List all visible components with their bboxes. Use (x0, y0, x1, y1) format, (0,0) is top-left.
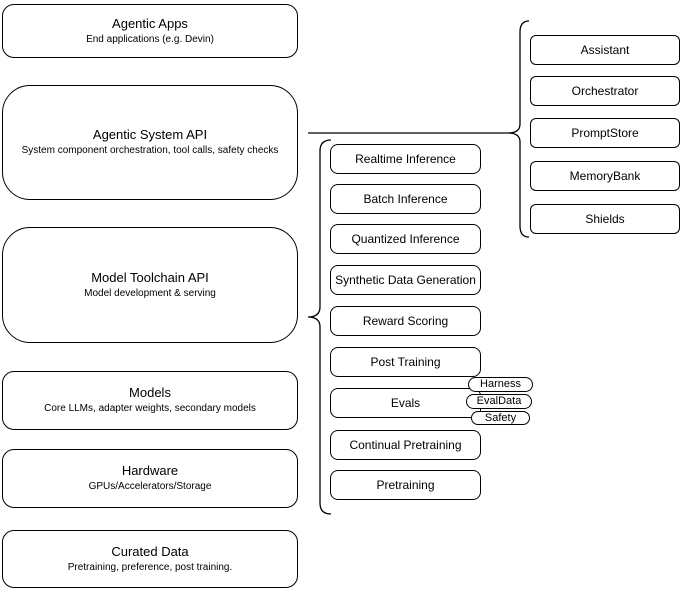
node-continual-pretraining: Continual Pretraining (330, 430, 481, 460)
components-brace (507, 20, 530, 238)
node-label: Shields (585, 212, 625, 226)
node-orchestrator: Orchestrator (530, 76, 680, 106)
node-label: Continual Pretraining (349, 438, 462, 452)
node-model-toolchain-api: Model Toolchain API Model development & … (2, 227, 298, 343)
node-batch-inference: Batch Inference (330, 184, 481, 214)
node-label: Synthetic Data Generation (335, 273, 476, 287)
node-label: Orchestrator (571, 84, 639, 98)
node-agentic-system-api: Agentic System API System component orch… (2, 85, 298, 200)
node-label: Reward Scoring (362, 314, 449, 328)
node-synthetic-data-generation: Synthetic Data Generation (330, 265, 481, 295)
node-label: MemoryBank (569, 169, 641, 183)
node-models: Models Core LLMs, adapter weights, secon… (2, 371, 298, 430)
node-label: Realtime Inference (355, 152, 456, 166)
node-title: Models (129, 385, 171, 400)
node-title: Hardware (121, 463, 179, 478)
tag-harness: Harness (468, 377, 533, 392)
node-realtime-inference: Realtime Inference (330, 144, 481, 174)
toolchain-brace (307, 139, 332, 515)
node-subtitle: End applications (e.g. Devin) (86, 33, 214, 45)
node-assistant: Assistant (530, 35, 680, 65)
tag-label: Harness (480, 378, 521, 390)
tag-label: EvalData (476, 395, 522, 407)
node-shields: Shields (530, 204, 680, 234)
node-title: Curated Data (111, 543, 189, 559)
node-label: Post Training (370, 355, 441, 369)
node-label: Pretraining (376, 478, 435, 492)
node-title: Agentic System API (92, 127, 208, 142)
node-subtitle: Model development & serving (84, 287, 216, 299)
node-subtitle: GPUs/Accelerators/Storage (88, 481, 212, 492)
node-quantized-inference: Quantized Inference (330, 224, 481, 254)
node-promptstore: PromptStore (530, 118, 680, 148)
tag-label: Safety (484, 411, 517, 424)
node-label: PromptStore (571, 126, 639, 140)
node-hardware: Hardware GPUs/Accelerators/Storage (2, 449, 298, 508)
tag-evaldata: EvalData (466, 394, 532, 409)
node-label: Assistant (580, 43, 630, 57)
node-memorybank: MemoryBank (530, 161, 680, 191)
node-label: Quantized Inference (351, 232, 460, 246)
node-post-training: Post Training (330, 347, 481, 377)
node-pretraining: Pretraining (330, 470, 481, 500)
node-title: Model Toolchain API (91, 269, 209, 285)
node-reward-scoring: Reward Scoring (330, 306, 481, 336)
node-subtitle: System component orchestration, tool cal… (21, 145, 279, 156)
node-label: Evals (390, 396, 421, 410)
node-subtitle: Core LLMs, adapter weights, secondary mo… (44, 403, 256, 414)
node-title: Agentic Apps (112, 15, 188, 31)
node-subtitle: Pretraining, preference, post training. (67, 561, 233, 573)
node-curated-data: Curated Data Pretraining, preference, po… (2, 530, 298, 588)
node-label: Batch Inference (363, 192, 448, 206)
node-agentic-apps: Agentic Apps End applications (e.g. Devi… (2, 4, 298, 58)
node-evals: Evals (330, 388, 481, 418)
tag-safety: Safety (471, 411, 530, 425)
